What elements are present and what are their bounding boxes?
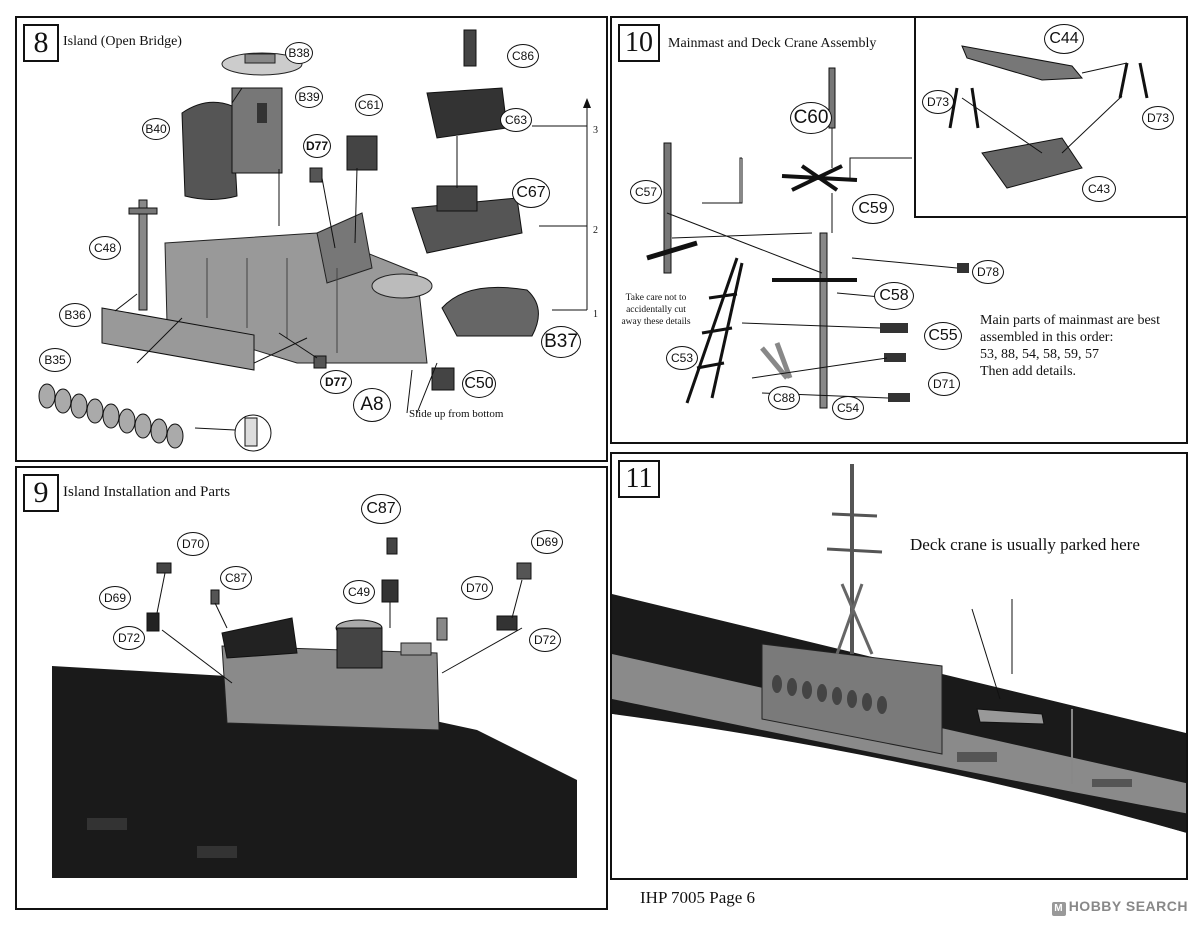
caution-note: Take care not to accidentally cut away t… bbox=[621, 293, 691, 327]
order-line-2: assembled in this order: bbox=[980, 330, 1114, 345]
page-footer: IHP 7005 Page 6 bbox=[640, 888, 756, 907]
step-number: 11 bbox=[618, 460, 660, 498]
part-label-c53: C53 bbox=[666, 346, 698, 370]
part-label-d73-left: D73 bbox=[922, 90, 954, 114]
part-label-c87-left: C87 bbox=[220, 566, 252, 590]
step-number: 10 bbox=[618, 24, 660, 62]
step-title: Mainmast and Deck Crane Assembly bbox=[668, 36, 877, 51]
order-line-4: Then add details. bbox=[980, 364, 1077, 379]
step-number: 9 bbox=[23, 474, 59, 512]
part-label-d70-left: D70 bbox=[177, 532, 209, 556]
mainmast-illustration bbox=[646, 45, 1149, 409]
part-label-c88: C88 bbox=[768, 386, 800, 410]
part-label-c54: C54 bbox=[832, 396, 864, 420]
part-label-c63: C63 bbox=[500, 108, 532, 132]
part-label-c49: C49 bbox=[343, 580, 375, 604]
part-label-b36: B36 bbox=[59, 303, 91, 327]
part-label-d78: D78 bbox=[972, 260, 1004, 284]
part-label-c44: C44 bbox=[1044, 24, 1084, 54]
part-label-b39: B39 bbox=[295, 86, 323, 108]
part-label-d69-right: D69 bbox=[531, 530, 563, 554]
part-label-d77: D77 bbox=[303, 134, 331, 158]
part-label-d77-lower: D77 bbox=[320, 370, 352, 394]
deck-crane-callout: Deck crane is usually parked here bbox=[910, 535, 1140, 554]
step-11-panel: 11 Deck crane is usually parked here bbox=[610, 452, 1188, 880]
part-label-d72-left: D72 bbox=[113, 626, 145, 650]
step-number: 8 bbox=[23, 24, 59, 62]
step-8-panel: 8 Island (Open Bridge) bbox=[15, 16, 608, 462]
step-10-panel: 10 Mainmast and Deck Crane Assembly bbox=[610, 16, 1188, 444]
part-label-c58: C58 bbox=[874, 282, 914, 310]
part-label-b38: B38 bbox=[285, 42, 313, 64]
watermark-logo-icon: M bbox=[1051, 902, 1066, 916]
step-9-panel: 9 Island Installation and Parts C87 bbox=[15, 466, 608, 910]
completed-ship-illustration bbox=[612, 464, 1186, 878]
part-label-c86: C86 bbox=[507, 44, 539, 68]
part-label-c55: C55 bbox=[924, 322, 962, 350]
scale-mark-2: 2 bbox=[593, 225, 598, 236]
assembly-order-note: Main parts of mainmast are best assemble… bbox=[980, 312, 1160, 380]
part-label-d71: D71 bbox=[928, 372, 960, 396]
part-label-c67: C67 bbox=[512, 178, 550, 208]
watermark-text: HOBBY SEARCH bbox=[1068, 898, 1188, 914]
part-label-d72-right: D72 bbox=[529, 628, 561, 652]
part-label-c43: C43 bbox=[1082, 176, 1116, 202]
island-installation-illustration bbox=[52, 537, 577, 878]
part-label-b40: B40 bbox=[142, 118, 170, 140]
order-line-3: 53, 88, 54, 58, 59, 57 bbox=[980, 347, 1099, 362]
part-label-a8: A8 bbox=[353, 388, 391, 422]
part-label-d70-right: D70 bbox=[461, 576, 493, 600]
deck-crane-inset bbox=[914, 18, 1186, 218]
scale-mark-3: 3 bbox=[593, 125, 598, 136]
part-label-c57: C57 bbox=[630, 180, 662, 204]
part-label-c60: C60 bbox=[790, 102, 832, 134]
step-title: Island (Open Bridge) bbox=[63, 34, 182, 49]
slide-up-note: Slide up from bottom bbox=[409, 408, 504, 420]
scale-mark-1: 1 bbox=[593, 309, 598, 320]
part-label-c87-top: C87 bbox=[361, 494, 401, 524]
part-label-b37: B37 bbox=[541, 326, 581, 358]
part-label-c59: C59 bbox=[852, 194, 894, 224]
order-line-1: Main parts of mainmast are best bbox=[980, 313, 1161, 328]
step-title: Island Installation and Parts bbox=[63, 484, 231, 500]
part-label-d69-left: D69 bbox=[99, 586, 131, 610]
part-label-c50: C50 bbox=[462, 370, 496, 398]
island-assembly-illustration bbox=[38, 29, 591, 452]
part-label-c48: C48 bbox=[89, 236, 121, 260]
part-label-d73-right: D73 bbox=[1142, 106, 1174, 130]
part-label-c61: C61 bbox=[355, 94, 383, 116]
part-label-b35: B35 bbox=[39, 348, 71, 372]
